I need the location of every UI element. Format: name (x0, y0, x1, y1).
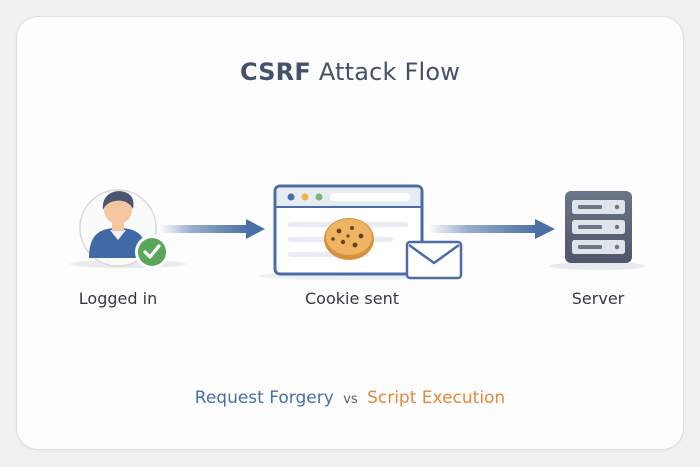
node-label-logged-in: Logged in (78, 289, 158, 308)
server-icon (565, 191, 632, 263)
footer-right-term: Script Execution (367, 388, 506, 408)
node-label-server: Server (571, 289, 625, 308)
arrow-browser-to-server (428, 219, 555, 239)
footer-left-term: Request Forgery (194, 388, 334, 408)
footer-comparison: Request Forgery vs Script Execution (0, 388, 700, 408)
diagram-title: CSRF Attack Flow (0, 58, 700, 86)
arrow-user-to-browser (160, 219, 265, 239)
server-shadow (550, 262, 646, 270)
title-acronym: CSRF (239, 58, 311, 86)
title-rest: Attack Flow (318, 58, 461, 86)
node-label-cookie-sent: Cookie sent (305, 289, 399, 308)
user-with-checkmark-icon (79, 189, 169, 269)
browser-with-cookie-icon (273, 184, 463, 280)
footer-vs: vs (343, 392, 358, 407)
